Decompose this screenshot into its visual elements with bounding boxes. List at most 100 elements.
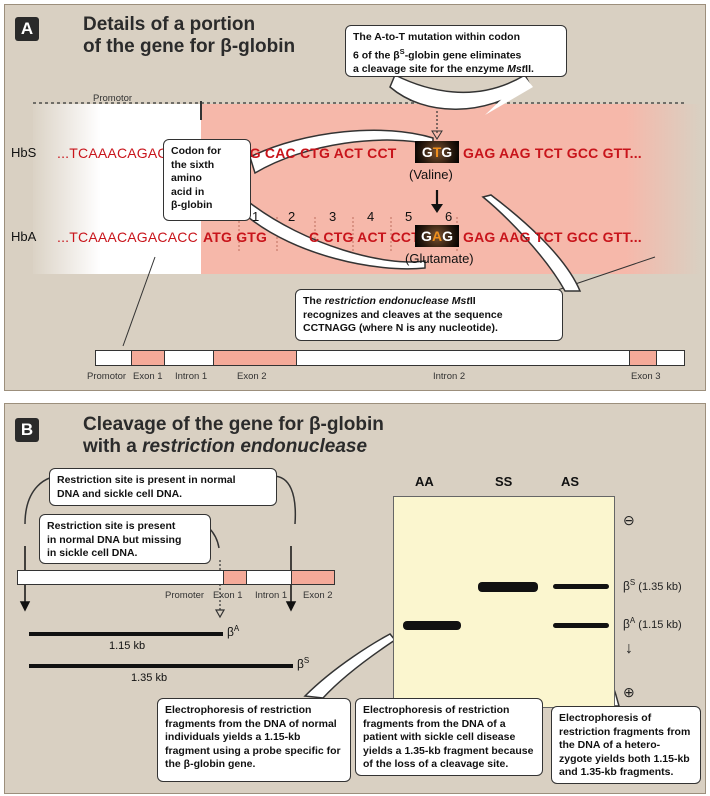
codon-number-6: 6 — [445, 209, 453, 224]
partial-map-label-exon2: Exon 2 — [303, 590, 333, 601]
callout-mutation-l3c: II. — [525, 62, 534, 75]
region-promotor-label: Promotor — [93, 93, 133, 104]
gel — [393, 496, 615, 708]
panel-b-title: Cleavage of the gene for β-globin with a… — [83, 414, 384, 458]
hbs-sequence-after: GAG AAG TCT GCC GTT... — [463, 145, 642, 161]
panel-a-badge: A — [15, 17, 39, 41]
callout-enzyme-l1c: II — [469, 295, 476, 307]
hbs-sequence-exon: TG CAC CTG ACT CCT — [241, 145, 397, 161]
callout-site-missing-line1: Restriction site is present — [47, 520, 176, 532]
callout-mutation-sup: S — [399, 46, 405, 56]
callout-gel-aa-line5: the β-globin gene. — [165, 758, 256, 770]
gene-map — [95, 350, 685, 366]
gel-minus-icon: ⊖ — [623, 512, 635, 528]
callout-gel-as-line3: the DNA of a hetero- — [559, 739, 661, 751]
callout-gel-as-line2: restriction fragments from — [559, 725, 691, 738]
hba-seq-c: C — [309, 229, 320, 245]
gel-label-ba-size: (1.15 kb) — [635, 619, 682, 631]
callout-gel-as: Electrophoresis of restriction fragments… — [551, 706, 701, 784]
hba-sequence-atg: ATG GTG — [203, 229, 267, 245]
callout-gel-ss-line2: fragments from the DNA of a — [363, 717, 506, 730]
panel-b-title-line2: with a restriction endonuclease — [83, 436, 384, 458]
panel-b-title-l2b: restriction endonuclease — [142, 436, 368, 457]
callout-gel-ss-line4: yields a 1.35-kb fragment because — [363, 744, 534, 757]
callout-codon-line2: the sixth — [171, 158, 215, 171]
callout-site-missing-line2: in normal DNA but missing — [47, 533, 182, 546]
map-label-intron2: Intron 2 — [433, 371, 466, 382]
callout-gel-aa-line4: fragment using a probe specific for — [165, 744, 341, 757]
row-label-hbs: HbS — [11, 145, 37, 160]
hba-seq-after: GAG AAG TCT GCC GTT... — [463, 229, 642, 245]
callout-site-present-line2: DNA and sickle cell DNA. — [57, 487, 183, 500]
gel-lane-ss: SS — [495, 474, 513, 489]
hba-seq-mid: CTG ACT CCT — [323, 229, 420, 245]
callout-enzyme-line2: recognizes and cleaves at the sequence — [303, 308, 503, 321]
gel-band-ss-bs — [478, 582, 538, 592]
gel-label-bs-size: (1.35 kb) — [635, 581, 682, 593]
hbs-codon6: GTG — [415, 141, 459, 163]
callout-codon-line1: Codon for — [171, 145, 222, 157]
fragment-s-symbol: βS — [297, 656, 309, 671]
gene-map-exon3 — [629, 350, 657, 366]
callout-enzyme: The restriction endonuclease MstII recog… — [295, 289, 563, 341]
codon-number-4: 4 — [367, 209, 375, 224]
hbs-sequence: ...TCAAACAGAC — [57, 145, 168, 161]
map-label-promotor: Promotor — [87, 371, 127, 382]
map-label-exon2: Exon 2 — [237, 371, 267, 382]
partial-map-exon1 — [223, 570, 247, 585]
callout-gel-ss-line1: Electrophoresis of restriction — [363, 704, 510, 716]
fragment-a-symbol: βA — [227, 624, 239, 639]
callout-gel-ss: Electrophoresis of restriction fragments… — [355, 698, 543, 776]
partial-map-exon2 — [291, 570, 335, 585]
callout-enzyme-l1b: restriction endonuclease Mst — [324, 295, 470, 307]
partial-gene-map — [17, 570, 335, 585]
callout-mutation-l3b: Mst — [507, 62, 526, 75]
gel-band-as-ba — [553, 623, 609, 628]
hba-sequence-after: GAG AAG TCT GCC GTT... — [463, 229, 642, 245]
callout-gel-as-line1: Electrophoresis of — [559, 712, 652, 724]
hba-codon-mid: A — [431, 228, 443, 244]
fragment-a-size: 1.15 kb — [109, 640, 146, 652]
codon-number-2: 2 — [288, 209, 296, 224]
callout-gel-aa-line1: Electrophoresis of restriction — [165, 704, 312, 716]
hbs-codon-g2: G — [441, 144, 453, 160]
callout-codon-line5: β-globin — [171, 199, 213, 211]
callout-gel-as-line4: zygote yields both 1.15-kb — [559, 752, 690, 765]
callout-gel-ss-line3: patient with sickle cell disease — [363, 731, 516, 743]
gel-lane-aa: AA — [415, 474, 434, 489]
panel-a: A Details of a portion of the gene for β… — [4, 4, 706, 391]
map-label-exon3: Exon 3 — [631, 371, 661, 382]
callout-mutation: The A-to-T mutation within codon 6 of th… — [345, 25, 567, 77]
hbs-seq-after: GAG AAG TCT GCC GTT... — [463, 145, 642, 161]
partial-map-label-exon1: Exon 1 — [213, 590, 243, 601]
dashed-arrow-down-icon — [431, 111, 443, 140]
gel-direction-arrow-icon: ↓ — [625, 640, 633, 657]
dashed-arrow-down-icon — [214, 560, 226, 619]
callout-site-present-line1: Restriction site is present in normal — [57, 474, 236, 486]
callout-site-missing-line3: in sickle cell DNA. — [47, 547, 138, 559]
fragment-s-sup: S — [303, 656, 310, 665]
arrow-down-icon — [431, 190, 443, 213]
hbs-codon-g1: G — [421, 144, 433, 160]
callout-gel-aa: Electrophoresis of restriction fragments… — [157, 698, 351, 782]
callout-site-missing: Restriction site is present in normal DN… — [39, 514, 211, 564]
callout-mutation-line3: a cleavage site for the enzyme MstII. — [353, 63, 559, 77]
panel-a-title: Details of a portion of the gene for β-g… — [83, 14, 295, 58]
callout-codon-line4: acid in — [171, 185, 205, 198]
hbs-seq-tail: TG CAC CTG ACT CCT — [241, 145, 397, 161]
partial-map-label-promoter: Promoter — [165, 590, 205, 601]
hba-codon6: GAG — [415, 225, 459, 247]
hba-codon-g2: G — [442, 228, 453, 244]
panel-a-title-line1: Details of a portion — [83, 14, 256, 35]
callout-gel-ss-line5: of the loss of a cleavage site. — [363, 758, 509, 770]
codon-number-5: 5 — [405, 209, 413, 224]
callout-enzyme-l1a: The — [303, 295, 325, 307]
glutamate-label: (Glutamate) — [405, 251, 474, 266]
hba-codon-g1: G — [421, 228, 432, 244]
fragment-s-size: 1.35 kb — [131, 672, 168, 684]
hba-seq-atg: ATG GTG — [203, 229, 268, 245]
callout-enzyme-line1: The restriction endonuclease MstII — [303, 295, 555, 309]
row-label-hba: HbA — [11, 229, 37, 244]
panel-b-title-l2a: with a — [83, 436, 143, 457]
fragment-a-sup: A — [233, 624, 240, 633]
